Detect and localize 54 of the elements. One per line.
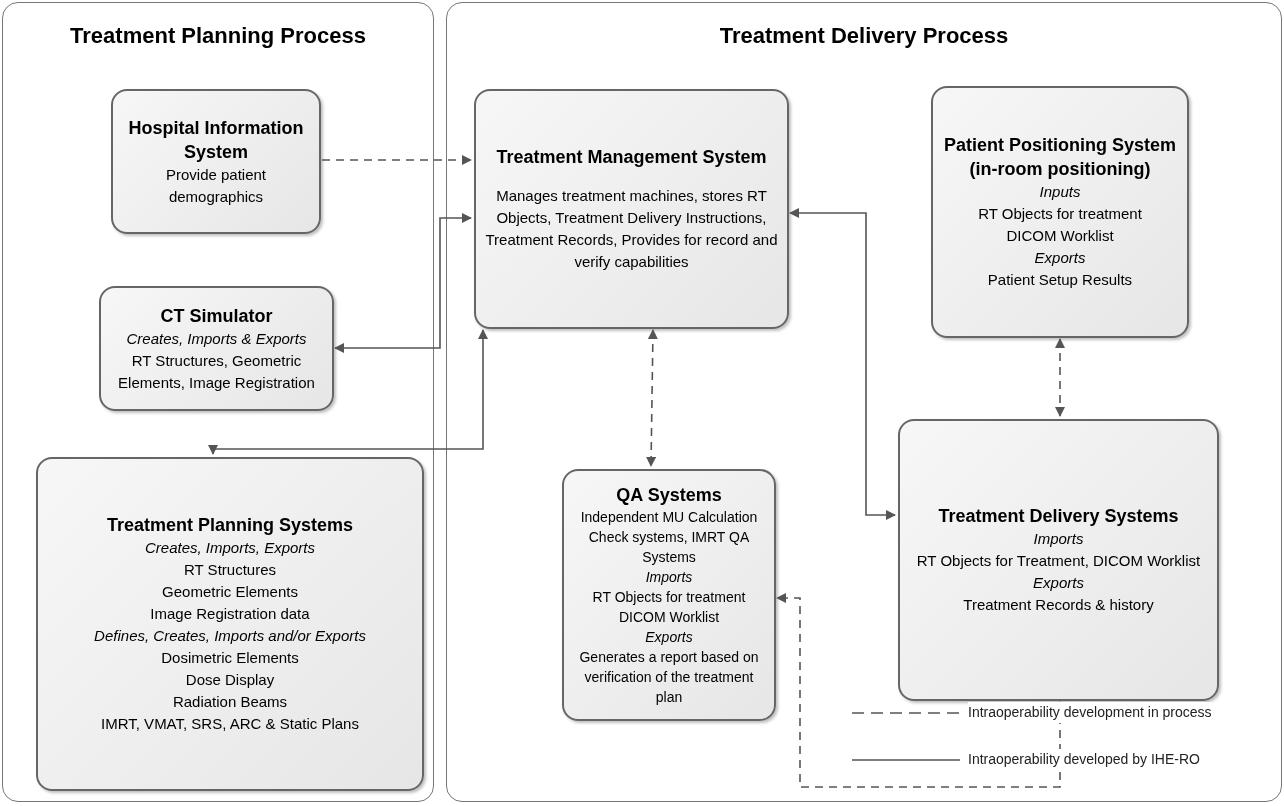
section-label: Defines, Creates, Imports and/or Exports — [94, 626, 366, 646]
connector-arrow — [789, 208, 896, 520]
section-label: Exports — [1033, 573, 1084, 593]
box-title: QA Systems — [616, 484, 722, 507]
box-title: Treatment Planning Systems — [106, 514, 354, 537]
box-text: DICOM Worklist — [618, 608, 720, 627]
connector-arrow — [334, 213, 472, 353]
section-label: Inputs — [1039, 182, 1081, 202]
box-text: RT Objects for treatment — [592, 588, 746, 607]
connector-arrow — [1055, 338, 1065, 417]
system-box — [931, 86, 1189, 338]
connector-arrow — [208, 329, 488, 455]
box-text: Image Registration data — [150, 604, 310, 624]
box-text: Provide patient demographics — [164, 164, 268, 207]
process-panel — [2, 2, 434, 802]
section-label: Creates, Imports & Exports — [126, 328, 307, 349]
section-label: Imports — [1033, 529, 1084, 549]
panel-title: Treatment Delivery Process — [718, 22, 1010, 50]
section-label: Imports — [645, 568, 693, 587]
panel-title: Treatment Planning Process — [69, 22, 367, 50]
section-label: Creates, Imports, Exports — [144, 538, 316, 558]
system-box — [36, 457, 424, 791]
legend-text: Intraoperability development in process — [968, 702, 1212, 723]
box-text: RT Structures — [184, 560, 276, 580]
box-text: Dose Display — [185, 670, 275, 690]
box-text: RT Objects for treatment — [978, 204, 1142, 224]
system-box — [898, 419, 1219, 701]
connector-arrow — [646, 329, 658, 467]
system-box — [111, 89, 321, 234]
box-text: Patient Setup Results — [987, 270, 1133, 290]
box-text: Independent MU Calculation Check systems, IMRT QA Systems — [579, 508, 759, 567]
box-title: Treatment Delivery Systems — [938, 505, 1179, 528]
box-text: Geometric Elements — [162, 582, 298, 602]
box-text: RT Structures, Geometric Elements, Image Registration — [117, 350, 316, 393]
box-text: Dosimetric Elements — [161, 648, 299, 668]
section-label: Exports — [1034, 248, 1086, 268]
box-text: Generates a report based on verification of the treatment plan — [578, 648, 760, 707]
box-text: Manages treatment machines, stores RT Objects, Treatment Delivery Instructions, Treatment Records, Provides for record and verify capabilities — [484, 186, 779, 272]
box-title: CT Simulator — [160, 304, 273, 328]
box-title: Treatment Management System — [496, 146, 767, 169]
system-box — [99, 286, 334, 411]
connector-arrow — [321, 155, 472, 165]
section-label: Exports — [645, 628, 693, 647]
box-text: RT Objects for Treatment, DICOM Worklist — [916, 551, 1201, 571]
box-title: Hospital Information System — [127, 116, 305, 164]
box-text: IMRT, VMAT, SRS, ARC & Static Plans — [101, 714, 359, 734]
box-text: DICOM Worklist — [1006, 226, 1114, 246]
system-box — [562, 469, 776, 721]
box-text: Radiation Beams — [172, 692, 288, 712]
box-text: Treatment Records & history — [963, 595, 1154, 615]
legend-text: Intraoperability developed by IHE-RO — [968, 749, 1200, 770]
system-box — [474, 89, 789, 329]
process-panel — [446, 2, 1282, 802]
box-title: Patient Positioning System (in-room positioning) — [942, 134, 1177, 181]
